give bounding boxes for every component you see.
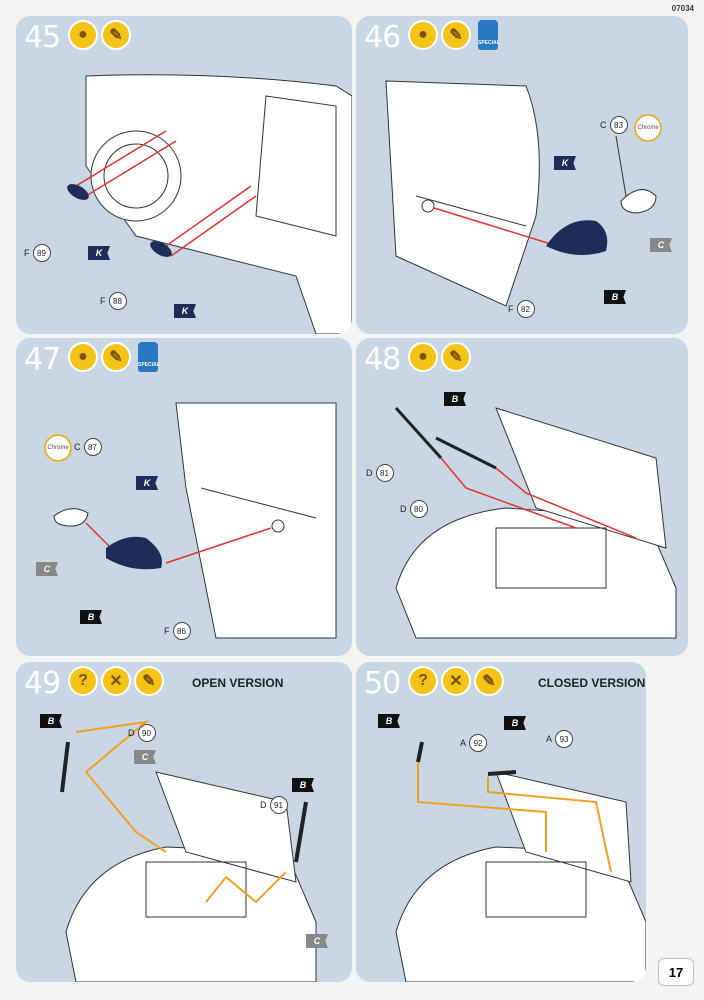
part-letter: A bbox=[546, 734, 553, 744]
chrome-paint-icon: Chrome bbox=[44, 434, 72, 462]
color-flag: C bbox=[650, 238, 672, 252]
color-flag: B bbox=[504, 716, 526, 730]
special-label: SPECIAL bbox=[478, 40, 500, 46]
color-flag: B bbox=[444, 392, 466, 406]
step-number: 47 bbox=[24, 342, 61, 377]
color-flag: C bbox=[134, 750, 156, 764]
brush-icon: ✎ bbox=[101, 342, 131, 372]
special-glue-icon: SPECIAL bbox=[138, 342, 160, 372]
question-icon: ? bbox=[68, 666, 98, 696]
page-number: 17 bbox=[658, 958, 694, 986]
glue-icon: ● bbox=[408, 20, 438, 50]
part-number: 88 bbox=[108, 292, 127, 310]
part-letter: D bbox=[260, 800, 267, 810]
part-number: 90 bbox=[137, 724, 156, 742]
no-glue-icon: ✕ bbox=[441, 666, 471, 696]
color-flag: B bbox=[292, 778, 314, 792]
no-glue-icon: ✕ bbox=[101, 666, 131, 696]
part-number: 83 bbox=[609, 116, 628, 134]
part-number: 87 bbox=[83, 438, 102, 456]
glue-icon: ● bbox=[68, 342, 98, 372]
color-flag: B bbox=[40, 714, 62, 728]
question-icon: ? bbox=[408, 666, 438, 696]
glue-icon: ● bbox=[408, 342, 438, 372]
brush-icon: ✎ bbox=[441, 342, 471, 372]
version-label: OPEN VERSION bbox=[192, 676, 284, 690]
step-49-drawing bbox=[60, 720, 317, 982]
step-number: 45 bbox=[24, 20, 61, 55]
step-number: 46 bbox=[364, 20, 401, 55]
brush-icon: ✎ bbox=[474, 666, 504, 696]
part-letter: F bbox=[24, 248, 30, 258]
part-letter: F bbox=[100, 296, 106, 306]
color-flag: C bbox=[306, 934, 328, 948]
brush-icon: ✎ bbox=[101, 20, 131, 50]
color-flag: B bbox=[604, 290, 626, 304]
step-45-drawing bbox=[67, 74, 352, 334]
part-number: 91 bbox=[269, 796, 288, 814]
kit-code: 07034 bbox=[671, 4, 694, 13]
special-glue-icon: SPECIAL bbox=[478, 20, 500, 50]
step-number: 48 bbox=[364, 342, 401, 377]
part-number: 80 bbox=[409, 500, 428, 518]
part-letter: C bbox=[600, 120, 607, 130]
brush-icon: ✎ bbox=[441, 20, 471, 50]
special-label: SPECIAL bbox=[138, 362, 160, 368]
part-letter: A bbox=[460, 738, 467, 748]
part-number: 81 bbox=[375, 464, 394, 482]
part-letter: D bbox=[366, 468, 373, 478]
part-number: 86 bbox=[172, 622, 191, 640]
color-flag: C bbox=[36, 562, 58, 576]
step-50-drawing bbox=[395, 741, 646, 982]
part-letter: C bbox=[74, 442, 81, 452]
chrome-paint-icon: Chrome bbox=[634, 114, 662, 142]
part-letter: D bbox=[400, 504, 407, 514]
color-flag: K bbox=[136, 476, 158, 490]
part-number: 89 bbox=[32, 244, 51, 262]
brush-icon: ✎ bbox=[134, 666, 164, 696]
step-47-drawing bbox=[53, 402, 337, 639]
color-flag: B bbox=[378, 714, 400, 728]
part-letter: F bbox=[508, 304, 514, 314]
part-letter: D bbox=[128, 728, 135, 738]
glue-icon: ● bbox=[68, 20, 98, 50]
step-48-drawing bbox=[394, 406, 677, 639]
step-number: 50 bbox=[364, 666, 401, 701]
color-flag: K bbox=[554, 156, 576, 170]
part-letter: F bbox=[164, 626, 170, 636]
step-number: 49 bbox=[24, 666, 61, 701]
color-flag: B bbox=[80, 610, 102, 624]
part-number: 82 bbox=[516, 300, 535, 318]
version-label: CLOSED VERSION bbox=[538, 676, 646, 690]
color-flag: K bbox=[174, 304, 196, 318]
step-46-drawing bbox=[385, 80, 657, 307]
part-number: 92 bbox=[469, 734, 488, 752]
color-flag: K bbox=[88, 246, 110, 260]
part-number: 93 bbox=[555, 730, 574, 748]
